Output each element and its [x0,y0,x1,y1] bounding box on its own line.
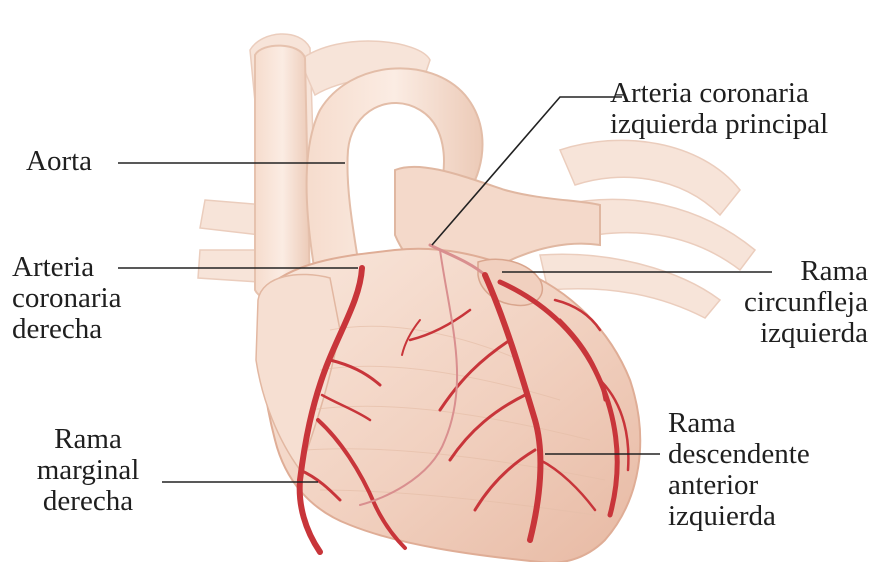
label-right-coronary: Arteria coronaria derecha [12,252,122,345]
label-circumflex: Rama circunfleja izquierda [690,256,868,349]
label-aorta: Aorta [26,146,92,177]
label-left-main-coronary: Arteria coronaria izquierda principal [610,78,828,140]
vena-cava [255,46,310,302]
label-right-marginal: Rama marginal derecha [18,424,158,517]
label-lad: Rama descendente anterior izquierda [668,408,810,532]
